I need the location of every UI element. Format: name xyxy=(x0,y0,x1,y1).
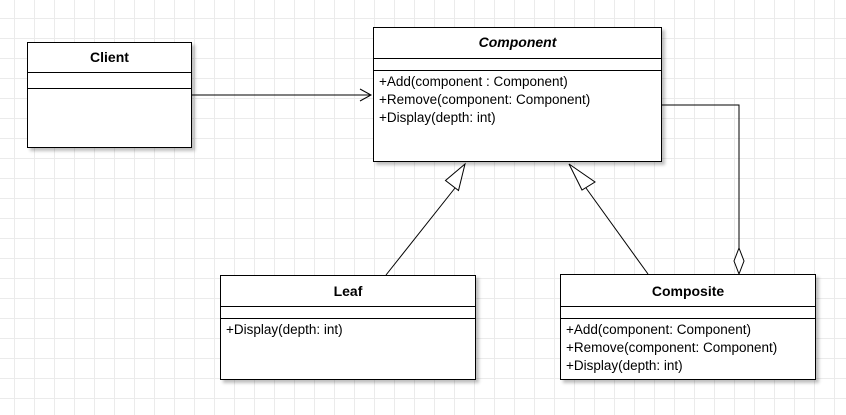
class-leaf-attributes xyxy=(221,307,475,319)
aggregation-line xyxy=(662,104,740,248)
class-leaf-operations: +Display(depth: int) xyxy=(221,319,475,339)
class-client-operations xyxy=(28,89,191,91)
class-composite-attributes xyxy=(561,307,815,319)
association-arrowhead xyxy=(359,88,373,102)
class-component-attributes xyxy=(374,59,661,71)
operation-remove: +Remove(component: Component) xyxy=(379,92,591,107)
class-component[interactable]: Component +Add(component : Component) +R… xyxy=(373,27,662,162)
class-client-title: Client xyxy=(28,43,191,73)
generalization-triangle-composite xyxy=(568,163,596,191)
operation-add: +Add(component: Component) xyxy=(566,322,751,337)
class-client[interactable]: Client xyxy=(27,42,192,148)
operation-remove: +Remove(component: Component) xyxy=(566,340,778,355)
class-composite-title: Composite xyxy=(561,275,815,307)
class-leaf-title: Leaf xyxy=(221,276,475,307)
generalization-line-leaf xyxy=(385,187,456,276)
class-composite[interactable]: Composite +Add(component: Component) +Re… xyxy=(560,274,816,380)
class-leaf[interactable]: Leaf +Display(depth: int) xyxy=(220,275,476,380)
class-component-operations: +Add(component : Component) +Remove(comp… xyxy=(374,71,661,127)
class-client-attributes xyxy=(28,73,191,89)
generalization-triangle-leaf xyxy=(444,162,466,192)
operation-display: +Display(depth: int) xyxy=(226,322,343,337)
class-composite-operations: +Add(component: Component) +Remove(compo… xyxy=(561,319,815,375)
operation-display: +Display(depth: int) xyxy=(566,358,683,373)
class-component-title: Component xyxy=(374,28,661,59)
aggregation-diamond xyxy=(733,246,745,276)
operation-display: +Display(depth: int) xyxy=(379,110,496,125)
operation-add: +Add(component : Component) xyxy=(379,74,568,89)
generalization-line-composite xyxy=(585,187,649,275)
